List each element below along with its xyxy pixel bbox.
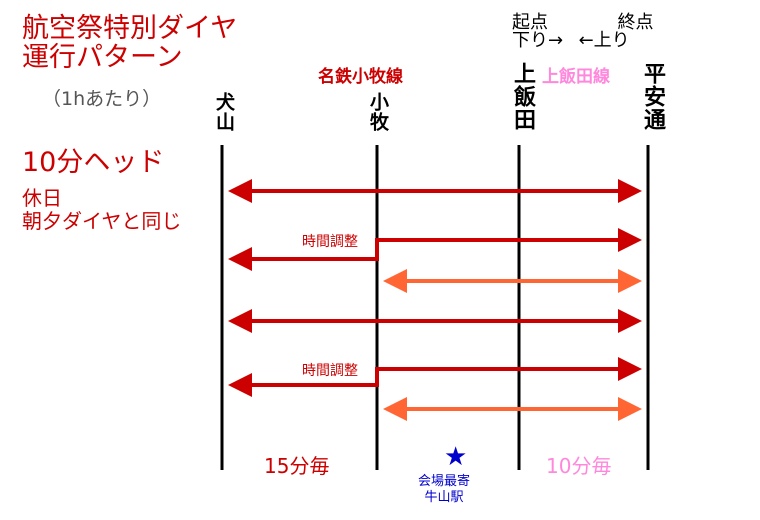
venue-line-1: 会場最寄 bbox=[418, 474, 471, 489]
frequency-left: 15分毎 bbox=[264, 454, 330, 478]
venue-label: 会場最寄 牛山駅 bbox=[418, 474, 470, 506]
holiday-line-1: 休日 bbox=[22, 186, 62, 210]
time-adjustment-label-1: 時間調整 bbox=[300, 231, 360, 251]
direction-labels: 起点 終点 下り→ ←上り bbox=[512, 14, 653, 50]
title: 航空祭特別ダイヤ 運行パターン bbox=[22, 14, 237, 72]
down-direction-label: 下り→ bbox=[512, 30, 564, 51]
title-line-1: 航空祭特別ダイヤ bbox=[22, 13, 238, 44]
headway-label: 10分ヘッド bbox=[22, 147, 165, 178]
service-split-2 bbox=[228, 357, 642, 397]
station-komaki: 小牧 bbox=[367, 92, 389, 132]
frequency-right: 10分毎 bbox=[546, 454, 612, 478]
station-kamiiida: 上飯田 bbox=[510, 62, 535, 131]
venue-line-2: 牛山駅 bbox=[424, 490, 464, 505]
meitetsu-komaki-line-label: 名鉄小牧線 bbox=[318, 67, 403, 87]
service-split-1 bbox=[228, 228, 642, 271]
holiday-line-2: 朝夕ダイヤと同じ bbox=[22, 209, 182, 233]
up-direction-label: ←上り bbox=[578, 30, 630, 51]
subtitle: （1hあたり） bbox=[42, 88, 162, 110]
terminus-label: 終点 bbox=[617, 12, 654, 33]
time-adjustment-label-2: 時間調整 bbox=[300, 360, 360, 380]
title-line-2: 運行パターン bbox=[22, 42, 183, 73]
origin-label: 起点 bbox=[512, 12, 548, 33]
venue-star-icon: ★ bbox=[444, 442, 468, 472]
holiday-note: 休日 朝夕ダイヤと同じ bbox=[22, 187, 181, 233]
station-inuyama: 犬山 bbox=[213, 92, 235, 132]
kamiiida-line-label: 上飯田線 bbox=[542, 67, 610, 87]
station-heianbashi: 平安通 bbox=[640, 62, 665, 131]
